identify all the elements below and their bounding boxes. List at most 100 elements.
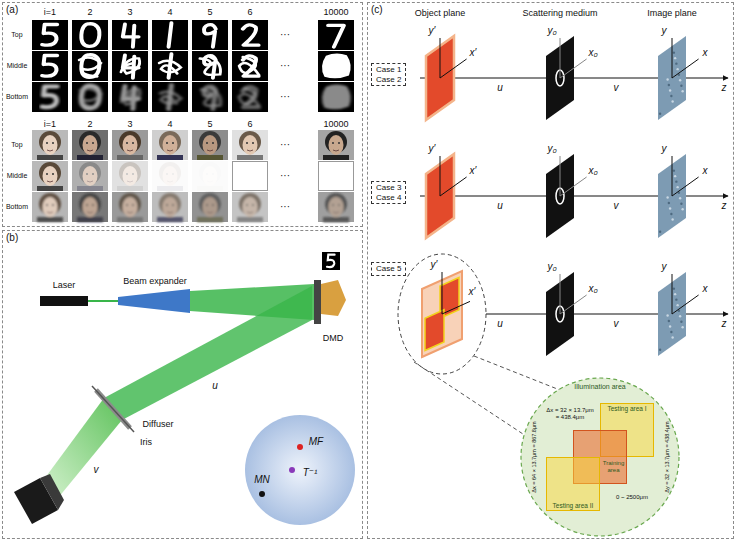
digit-image <box>318 20 354 50</box>
case-box: Case 3Case 4 <box>371 181 406 204</box>
eye <box>332 142 334 144</box>
figure-label: Top <box>11 141 22 149</box>
figure-label: x <box>703 283 708 295</box>
scribble <box>200 57 221 75</box>
figure-label: x′ <box>470 47 477 59</box>
digit-image <box>32 82 68 112</box>
shoulders <box>77 155 103 160</box>
mouth <box>333 150 339 151</box>
face <box>163 135 178 155</box>
image-ground <box>32 130 68 160</box>
figure-label: MF <box>309 436 323 448</box>
y-axis <box>442 272 443 314</box>
fade <box>232 192 268 222</box>
fade <box>318 161 354 191</box>
figure-label: u <box>212 380 218 392</box>
image-ground <box>32 82 68 112</box>
face <box>43 166 58 186</box>
digit-image <box>72 51 108 81</box>
digit-strokes <box>79 86 101 109</box>
speckle <box>668 84 670 86</box>
figure-label: x′ <box>470 165 477 177</box>
face-features <box>237 131 263 160</box>
dmd-mount <box>321 280 346 316</box>
image-ground <box>112 192 148 222</box>
zoom-line <box>414 362 526 436</box>
shoulders <box>157 155 183 160</box>
figure-label: z <box>722 82 727 94</box>
face-features <box>197 131 223 160</box>
dmd-chip <box>314 280 321 324</box>
image-ground <box>112 130 148 160</box>
figure-label: u <box>497 200 503 212</box>
speckle <box>671 336 673 338</box>
image-ground <box>72 130 108 160</box>
frame <box>319 162 354 191</box>
figure-label: x₀ <box>588 47 597 59</box>
eye <box>212 142 214 144</box>
face-image <box>192 192 228 222</box>
fade <box>72 161 108 191</box>
x-axis <box>440 59 467 78</box>
digit-stroke <box>81 24 99 47</box>
figure-label: z <box>722 200 727 212</box>
eye <box>126 142 128 144</box>
speckle <box>679 79 681 81</box>
image-ground <box>152 161 188 191</box>
scribble <box>121 89 140 104</box>
shoulders <box>37 155 63 160</box>
image-ground <box>318 20 354 50</box>
digit-stroke <box>169 23 172 47</box>
image-ground <box>192 51 228 81</box>
mouth <box>247 150 253 151</box>
figure-label: Middle <box>7 172 28 180</box>
digit-strokes <box>239 56 259 76</box>
face-image <box>112 192 148 222</box>
figure-label: T⁻¹ <box>303 467 318 479</box>
face-image <box>152 161 188 191</box>
image-ground <box>72 51 108 81</box>
digit-image <box>192 20 228 50</box>
zoom-ellipse <box>398 254 486 374</box>
face-features <box>77 131 103 160</box>
speckle <box>681 208 683 210</box>
image-ground <box>232 192 268 222</box>
digit-strokes <box>81 24 99 47</box>
mouth <box>207 150 213 151</box>
scribble <box>121 58 140 73</box>
speckle <box>670 331 672 333</box>
image-ground <box>318 130 354 160</box>
digit-strokes <box>200 87 221 109</box>
image-ground <box>322 252 340 270</box>
digit-image <box>318 51 354 81</box>
face-features <box>323 131 349 160</box>
illumination-circle: Illumination areaTesting area ITraining … <box>520 377 680 537</box>
digit-stroke <box>42 87 57 108</box>
digit-strokes <box>322 54 351 79</box>
image-ground <box>318 82 354 112</box>
digit-strokes <box>123 24 139 47</box>
x-axis <box>442 301 470 314</box>
figure-label: x₀ <box>588 283 597 295</box>
digit-image <box>152 20 188 50</box>
image-ground <box>152 130 188 160</box>
figure-label: 5 <box>207 119 212 129</box>
figure-label: Middle <box>7 62 28 70</box>
eye <box>252 142 254 144</box>
shoulders <box>117 155 143 160</box>
speckle <box>680 202 682 204</box>
digit-strokes <box>42 87 57 108</box>
figure-label: ··· <box>280 170 290 182</box>
figure-label: y₀ <box>547 261 556 273</box>
figure-label: y <box>662 143 667 155</box>
eye <box>172 142 174 144</box>
y-axis <box>560 274 561 314</box>
face-image <box>112 130 148 160</box>
face-image <box>32 192 68 222</box>
y-axis <box>672 274 673 314</box>
figure-label: ··· <box>280 139 290 151</box>
face-image <box>32 161 68 191</box>
image-ground <box>112 20 148 50</box>
face-image <box>72 161 108 191</box>
digit-strokes <box>200 56 221 78</box>
